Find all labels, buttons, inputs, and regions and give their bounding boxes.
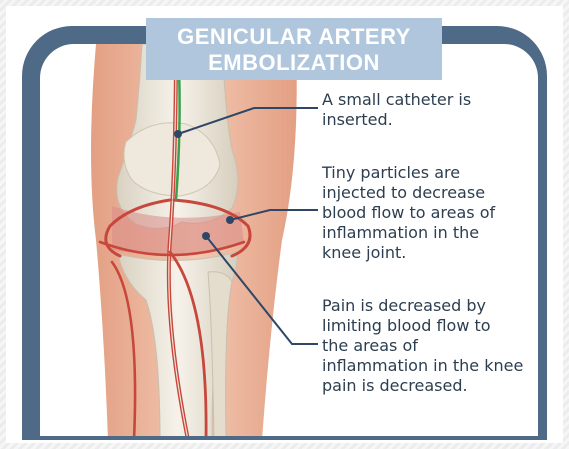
callout-catheter: A small catheter is inserted. [322,90,522,130]
title-banner: GENICULAR ARTERY EMBOLIZATION [146,18,442,80]
title-line-1: GENICULAR ARTERY [146,24,442,50]
callout-particles: Tiny particles are injected to decrease … [322,163,532,263]
callout-pain: Pain is decreased by limiting blood flow… [322,296,542,396]
title-line-2: EMBOLIZATION [146,50,442,76]
